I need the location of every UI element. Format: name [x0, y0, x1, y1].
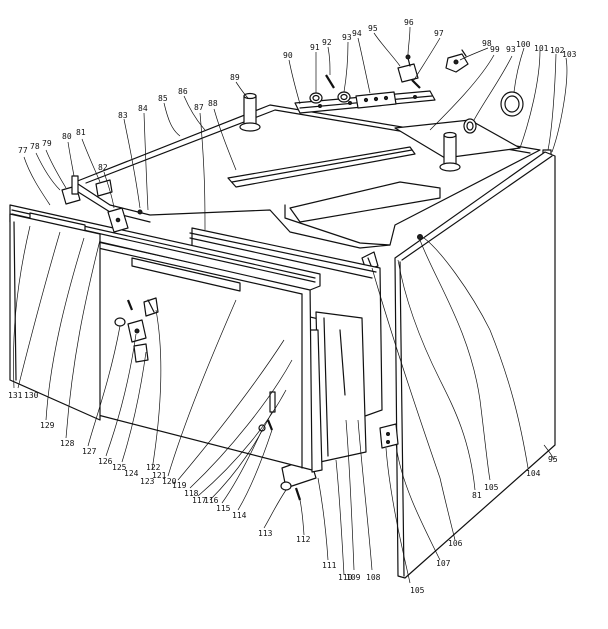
callout-105b: 105: [410, 586, 425, 595]
callout-labels: 77 78 79 80 81 82 83 84 85 86 87 88 89 9…: [8, 18, 577, 595]
part-127-plug: [114, 317, 126, 327]
part-92-screw: [325, 74, 335, 89]
part-99-knob: [463, 118, 477, 134]
callout-122: 122: [146, 463, 161, 472]
side-panel-screw: [417, 234, 423, 240]
part-91-grommet: [309, 92, 323, 104]
callout-85: 85: [158, 94, 168, 103]
part-82-hinge: [107, 207, 129, 233]
callout-115: 115: [216, 504, 231, 513]
part-126-latch: [127, 319, 147, 343]
callout-94: 94: [352, 29, 362, 38]
callout-126: 126: [98, 457, 113, 466]
part-98-thermostat: [445, 49, 469, 73]
callout-107: 107: [436, 559, 451, 568]
callout-104: 104: [526, 469, 541, 478]
callout-105a: 105: [484, 483, 499, 492]
callout-125: 125: [112, 463, 127, 472]
part-113-pin: [294, 487, 302, 501]
callout-98: 98: [482, 39, 492, 48]
callout-121: 121: [152, 471, 167, 480]
part-97-bracket: [411, 79, 421, 89]
part-117-stud: [269, 391, 276, 413]
callout-108: 108: [366, 573, 381, 582]
part-93-grommet: [337, 91, 351, 103]
post-right: [439, 131, 461, 172]
part-100-ring: [500, 91, 524, 117]
callout-96: 96: [404, 18, 414, 27]
part-125-spring: [133, 343, 149, 363]
inner-channel-right: [284, 181, 441, 246]
door-glass: [315, 311, 367, 463]
callout-90: 90: [283, 51, 293, 60]
callout-128: 128: [60, 439, 75, 448]
callout-124: 124: [124, 469, 139, 478]
callout-86: 86: [178, 87, 188, 96]
callout-81b: 81: [472, 491, 482, 500]
callout-131: 131: [8, 391, 23, 400]
callout-110: 110: [338, 573, 353, 582]
part-80-post: [71, 175, 79, 195]
callout-80: 80: [62, 132, 72, 141]
lower-hinge-bracket: [379, 423, 399, 449]
callout-129: 129: [40, 421, 55, 430]
callout-103: 103: [562, 50, 577, 59]
callout-87: 87: [194, 103, 204, 112]
callout-84: 84: [138, 104, 148, 113]
callout-82: 82: [98, 163, 108, 172]
callout-112: 112: [296, 535, 311, 544]
callout-95: 95: [368, 24, 378, 33]
callout-100: 100: [516, 40, 531, 49]
part-94-terminal-block: [355, 91, 397, 109]
callout-111: 111: [322, 561, 337, 570]
part-115-screw: [266, 419, 274, 431]
callout-99: 99: [490, 45, 500, 54]
front-door-panel: [9, 213, 101, 421]
callout-106: 106: [448, 539, 463, 548]
inner-channel-left: [227, 146, 416, 188]
post-left: [239, 92, 261, 132]
callout-77: 77: [18, 146, 28, 155]
callout-120: 120: [162, 477, 177, 486]
callout-91: 91: [310, 43, 320, 52]
callout-89: 89: [230, 73, 240, 82]
callout-79: 79: [42, 139, 52, 148]
callout-113: 113: [258, 529, 273, 538]
part-123-screw: [126, 299, 134, 311]
callout-92: 92: [322, 38, 332, 47]
callout-93b: 93: [506, 45, 516, 54]
callout-114: 114: [232, 511, 247, 520]
right-side-panel: [394, 151, 556, 579]
part-114-roller: [280, 481, 292, 491]
callout-119: 119: [172, 481, 187, 490]
callout-93: 93: [342, 33, 352, 42]
callout-78: 78: [30, 142, 40, 151]
callout-127: 127: [82, 447, 97, 456]
part-83-screw: [137, 209, 143, 215]
leader-lines: [13, 26, 568, 584]
callout-101: 101: [534, 44, 549, 53]
callout-118: 118: [184, 489, 199, 498]
callout-109: 109: [346, 573, 361, 582]
callout-102: 102: [550, 46, 565, 55]
callout-81: 81: [76, 128, 86, 137]
callout-116: 116: [204, 496, 219, 505]
callout-88: 88: [208, 99, 218, 108]
callout-117: 117: [192, 496, 207, 505]
callout-95b: 95: [548, 455, 558, 464]
callout-130: 130: [24, 391, 39, 400]
part-124-bracket: [143, 297, 159, 317]
callout-97: 97: [434, 29, 444, 38]
callout-83: 83: [118, 111, 128, 120]
callout-123: 123: [140, 477, 155, 486]
